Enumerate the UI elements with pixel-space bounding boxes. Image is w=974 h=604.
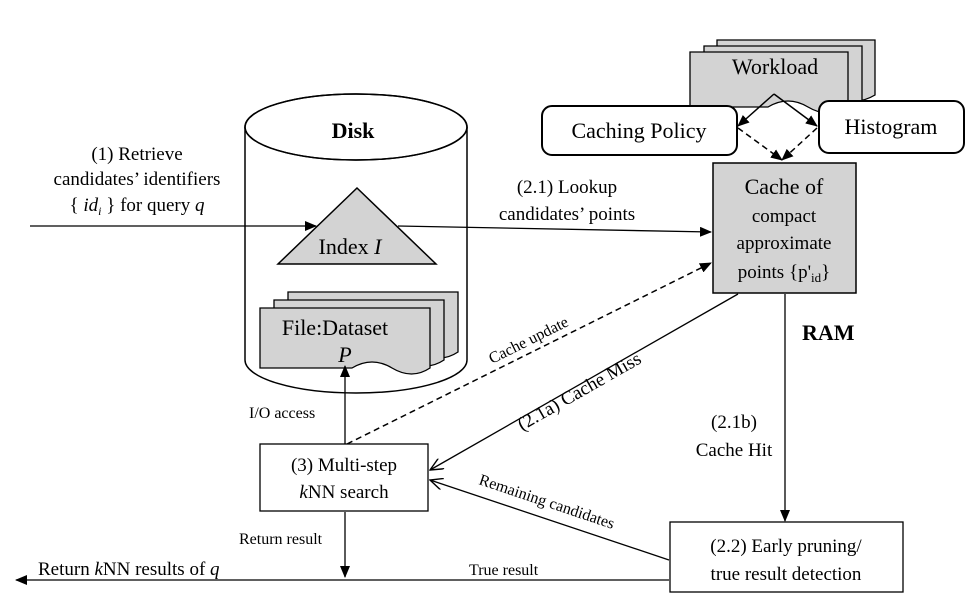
histogram-to-cache-dashed-arrow [781, 127, 818, 161]
cache-box [712, 162, 857, 294]
workload-label: Workload [732, 54, 818, 79]
index-to-cache-lookup-arrow [397, 225, 712, 237]
cache-line-1: Cache of [745, 174, 824, 199]
workload-to-histogram-arrow [773, 93, 818, 127]
cache-hit-line-1: (2.1b) [711, 412, 757, 433]
step1-line-1: (1) Retrieve [91, 144, 182, 165]
file-dataset-symbol: P [337, 342, 351, 367]
ram-label: RAM [802, 320, 855, 345]
cache-update-dashed-arrow [346, 262, 712, 445]
return-result-label: Return result [239, 531, 323, 548]
index-triangle [276, 186, 438, 265]
pruning-line-2: true result detection [711, 564, 862, 585]
step2-1-line-2: candidates’ points [499, 204, 635, 225]
cache-miss-arrow [430, 293, 739, 470]
true-result-label: True result [469, 562, 539, 579]
caching-policy-box [541, 105, 738, 156]
step1-line-3: { idi } for query q [69, 195, 205, 218]
pruning-line-1: (2.2) Early pruning/ [710, 536, 862, 557]
histogram-box [818, 100, 965, 154]
cache-line-3: approximate [737, 233, 832, 254]
final-output-label: Return kNN results of q [38, 559, 220, 580]
dataset-file-stack [259, 291, 459, 375]
cache-line-2: compact [752, 206, 817, 227]
cache-miss-label: (2.1a) Cache Miss [514, 348, 645, 435]
remaining-candidates-arrow [430, 480, 670, 561]
multistep-line-1: (3) Multi-step [291, 455, 397, 476]
workload-stack [689, 39, 876, 114]
multistep-line-2: kNN search [299, 482, 389, 503]
policy-to-cache-dashed-arrow [737, 127, 783, 161]
io-access-label: I/O access [249, 405, 315, 422]
histogram-label: Histogram [845, 114, 938, 139]
workload-to-policy-arrow [737, 93, 775, 127]
disk-title: Disk [332, 118, 376, 143]
caching-policy-label: Caching Policy [571, 118, 706, 143]
early-pruning-box [669, 521, 904, 593]
step2-1-line-1: (2.1) Lookup [517, 177, 617, 198]
cache-hit-line-2: Cache Hit [696, 440, 773, 461]
cache-update-label: Cache update [486, 314, 571, 368]
multistep-knn-box [259, 443, 429, 512]
file-dataset-label: File:Dataset [282, 315, 388, 340]
step1-line-2: candidates’ identifiers [54, 169, 221, 190]
index-label: Index I [319, 234, 384, 259]
cache-line-4: points {p'id} [738, 262, 831, 285]
